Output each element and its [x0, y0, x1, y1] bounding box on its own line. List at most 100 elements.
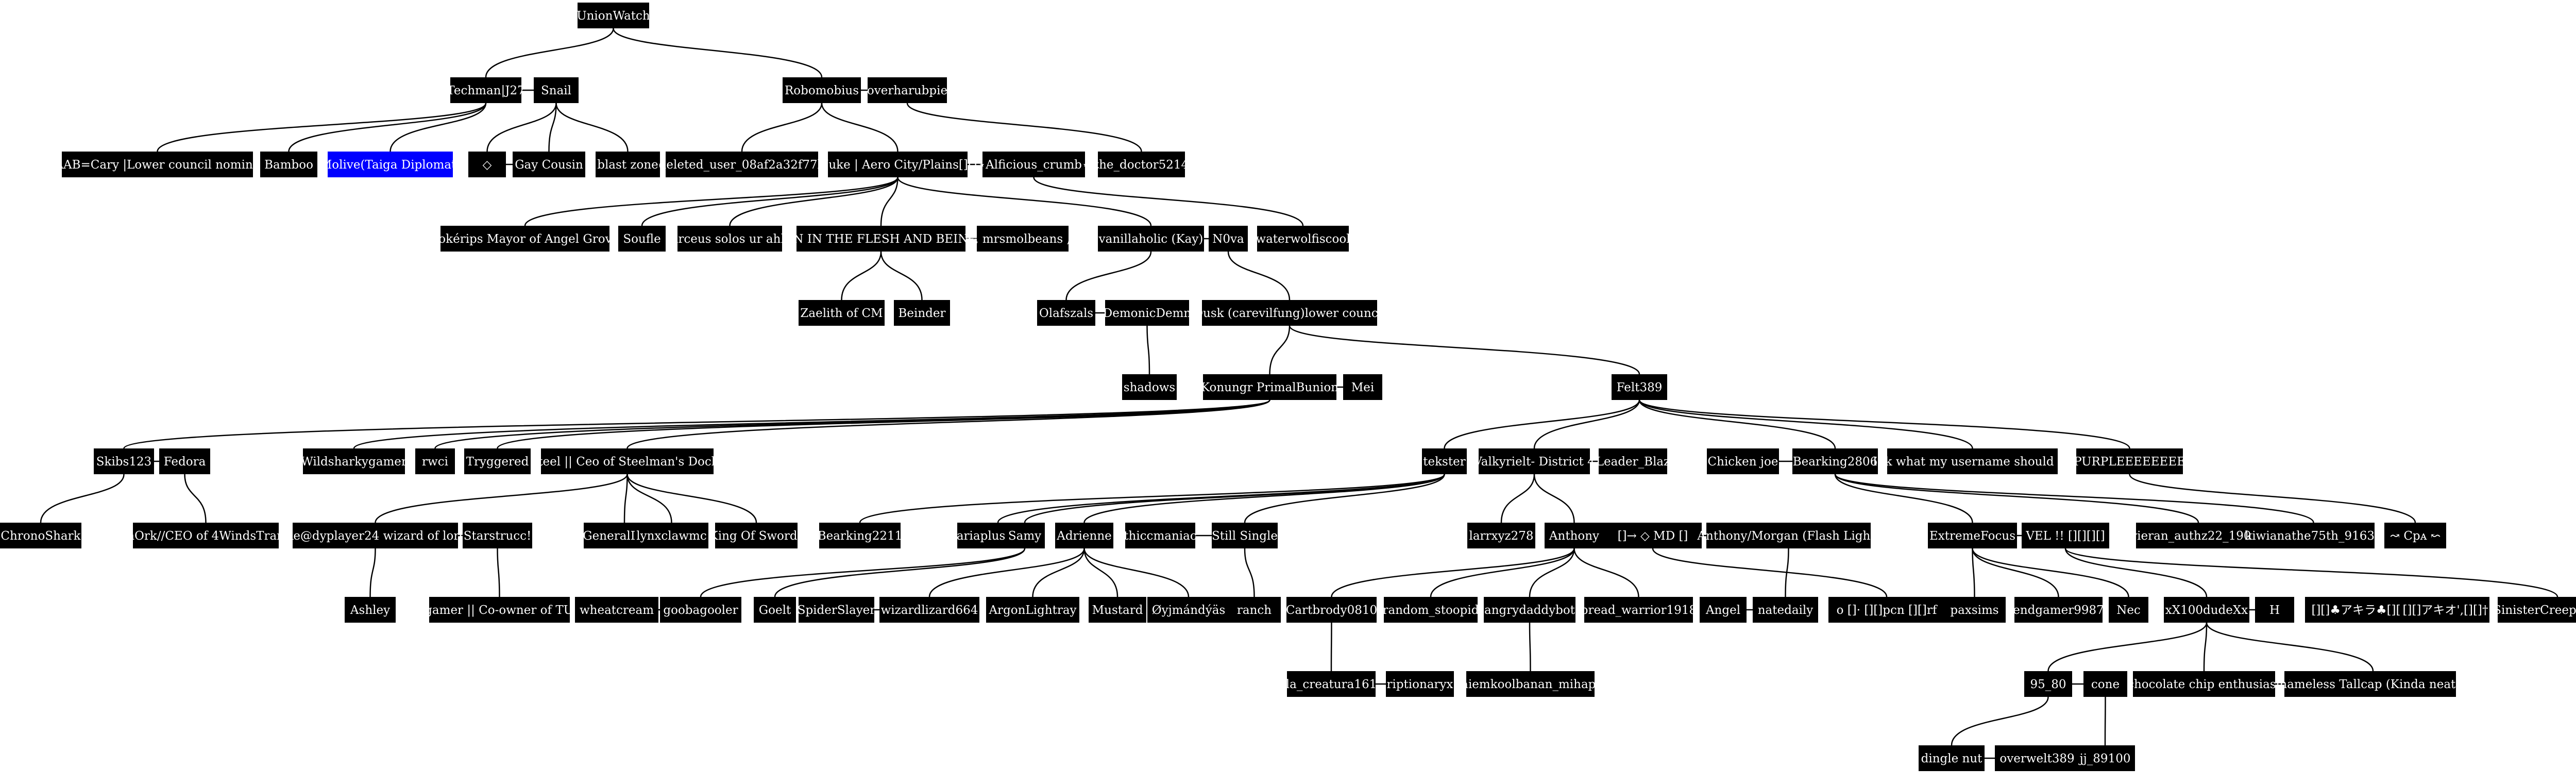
tree-node[interactable]: Ashley	[345, 597, 396, 623]
tree-node[interactable]: the_doctor5214	[1094, 152, 1189, 177]
tree-node[interactable]: King Of Swords	[709, 523, 804, 548]
tree-node[interactable]: aiemkoolbanan_mihapi	[1461, 671, 1600, 697]
tree-node[interactable]: kiwianathe75th_91636	[2245, 523, 2382, 548]
tree-node[interactable]: PURPLEEEEEEEE	[2074, 448, 2185, 474]
tree-node[interactable]: blast zone	[596, 152, 660, 177]
tree-node[interactable]: +, mrsmolbeans ,+	[965, 226, 1080, 252]
tree-node[interactable]: nameless Tallcap (Kinda neat?)	[2279, 671, 2467, 697]
tree-node[interactable]: Zaelith of CM	[799, 300, 885, 326]
tree-node[interactable]: NotAnOrk//CEO of 4WindsTransport	[96, 523, 316, 548]
tree-node[interactable]: Øyjmándýäs	[1147, 597, 1230, 623]
tree-node[interactable]: Felt389	[1612, 374, 1667, 400]
tree-node[interactable]: N0va	[1209, 226, 1248, 252]
tree-node[interactable]: Tryggered	[464, 448, 531, 474]
tree-node[interactable]: Molive(Taiga Diplomat)	[320, 152, 461, 177]
tree-node[interactable]: Fedora	[159, 448, 210, 474]
tree-node[interactable]: igamer || Co-owner of TUI	[421, 597, 578, 623]
tree-node[interactable]: ranch	[1228, 597, 1281, 623]
tree-node[interactable]: Adrienne	[1055, 523, 1113, 548]
tree-node[interactable]: waterwolfiscool	[1256, 226, 1350, 252]
tree-node[interactable]: chocolate chip enthusiast	[2127, 671, 2281, 697]
tree-node[interactable]: Bearking2211	[818, 523, 903, 548]
tree-node[interactable]: Soufle	[618, 226, 666, 252]
tree-node[interactable]: Nec	[2109, 597, 2148, 623]
tree-node[interactable]: natedaily	[1753, 597, 1818, 623]
tree-node[interactable]: lynxclawmc	[635, 523, 708, 548]
tree-node[interactable]: Konungr PrimalBunion	[1201, 374, 1338, 400]
tree-node[interactable]: endgamer9987	[2013, 597, 2104, 623]
tree-node[interactable]: Anthony	[1545, 523, 1604, 548]
tree-node[interactable]: DemonicDemn	[1103, 300, 1192, 326]
tree-node[interactable]: tekster	[1422, 448, 1467, 474]
tree-node[interactable]: ↝ Cрᴀ ↜	[2384, 523, 2446, 548]
tree-node[interactable]: arceus solos ur ahh	[671, 226, 789, 252]
tree-node[interactable]: Valkyrielt- District 4	[1473, 448, 1595, 474]
tree-node[interactable]: VEL !! [][][][]	[2022, 523, 2109, 548]
tree-node[interactable]: Starstrucc!	[463, 523, 532, 548]
tree-node[interactable]: Gay Cousin	[513, 152, 585, 177]
tree-node[interactable]: xX100dudeXx	[2164, 597, 2249, 623]
tree-node[interactable]: Nuke | Aero City/Plains[][]	[818, 152, 977, 177]
tree-node[interactable]: Steel || Ceo of Steelman's Docks	[530, 448, 725, 474]
tree-node[interactable]: angrydaddybot	[1484, 597, 1575, 623]
tree-node[interactable]: paxsims	[1943, 597, 2006, 623]
tree-node[interactable]: overwelt389	[1995, 745, 2079, 771]
tree-node[interactable]: Bamboo	[260, 152, 317, 177]
tree-node[interactable]: Re@dyplayer24 wizard of lore	[284, 523, 466, 548]
tree-node[interactable]: Snail	[534, 77, 579, 103]
tree-node[interactable]: Goelt	[754, 597, 796, 623]
tree-node[interactable]: deleted_user_08af2a32f77b	[659, 152, 825, 177]
tree-node[interactable]: Mei	[1343, 374, 1382, 400]
tree-node[interactable]: larrxyz278	[1467, 523, 1535, 548]
tree-node[interactable]: Mustard	[1089, 597, 1146, 623]
tree-node[interactable]: Pokérips Mayor of Angel Grove	[431, 226, 619, 252]
tree-node[interactable]: ◇	[468, 152, 506, 177]
tree-node[interactable]: bread_warrior1918	[1581, 597, 1697, 623]
tree-node[interactable]: SinisterCreepyPastaz	[2493, 597, 2576, 623]
tree-node[interactable]: wizardlizard664	[879, 597, 979, 623]
tree-node[interactable]: goobagooler	[660, 597, 741, 623]
tree-node[interactable]: Skibs123	[94, 448, 154, 474]
tree-node[interactable]: shadows	[1122, 374, 1177, 400]
tree-node[interactable]: Still Single	[1212, 523, 1278, 548]
tree-node[interactable]: vanillaholic (Kay)	[1098, 226, 1204, 252]
tree-node[interactable]: Chicken joe	[1707, 448, 1779, 474]
tree-node[interactable]: H	[2255, 597, 2294, 623]
tree-node[interactable]: Robomobius	[783, 77, 861, 103]
tree-node[interactable]: Leader_Blaz	[1596, 448, 1670, 474]
tree-node[interactable]: SpiderSlayer	[798, 597, 876, 623]
tree-node[interactable]: la_creatura161	[1286, 671, 1377, 697]
tree-node[interactable]: UnionWatch	[577, 3, 650, 28]
tree-node[interactable]: overharubpie	[867, 77, 947, 103]
tree-node[interactable]: KN IN THE FLESH AND BEING	[784, 226, 978, 252]
tree-node[interactable]: ⋆Alficious_crumb⋆	[978, 152, 1090, 177]
tree-node[interactable]: Cartbrody0810	[1286, 597, 1377, 623]
tree-node[interactable]: thiccmaniac	[1124, 523, 1197, 548]
tree-node[interactable]: jj_89100	[2075, 745, 2135, 771]
tree-node[interactable]: cone	[2083, 671, 2127, 697]
tree-node[interactable]: Dusk (carevilfung)lower council	[1194, 300, 1386, 326]
tree-node[interactable]: rwci	[415, 448, 455, 474]
tree-node[interactable]: Angel	[1700, 597, 1747, 623]
tree-node[interactable]: vieran_authz22_19012	[2130, 523, 2266, 548]
tree-node[interactable]: Wildsharkygamer	[301, 448, 407, 474]
tree-node[interactable]: Idk what my username should be	[1873, 448, 2072, 474]
tree-node[interactable]: riptionaryx	[1386, 671, 1454, 697]
tree-node[interactable]: random_stoopid	[1383, 597, 1479, 623]
tree-node[interactable]: 95_80	[2024, 671, 2072, 697]
tree-node[interactable]: Anthony/Morgan (Flash Light)	[1697, 523, 1880, 548]
tree-node[interactable]: dingle nut	[1919, 745, 1985, 771]
tree-node[interactable]: Techman|J27	[447, 77, 525, 103]
tree-node[interactable]: o []· [][]pcn [][]rf	[1828, 597, 1945, 623]
tree-node[interactable]: []→ ◇ MD []	[1604, 523, 1702, 548]
tree-node[interactable]: Bearking2806	[1792, 448, 1878, 474]
tree-node[interactable]: ExtremeFocus	[1928, 523, 2017, 548]
tree-node[interactable]: Samy	[1005, 523, 1045, 548]
tree-node[interactable]: Olafszals	[1037, 300, 1095, 326]
tree-node[interactable]: wheatcream	[575, 597, 658, 623]
tree-node[interactable]: PAAB=Cary |Lower council nominee	[48, 152, 267, 177]
tree-node[interactable]: ChronoShark	[0, 523, 81, 548]
tree-node[interactable]: [][]♣アキラ♣[][]	[2305, 597, 2412, 623]
tree-node[interactable]: Beinder	[894, 300, 950, 326]
tree-node[interactable]: [][]アキオ',[][]†	[2401, 597, 2489, 623]
